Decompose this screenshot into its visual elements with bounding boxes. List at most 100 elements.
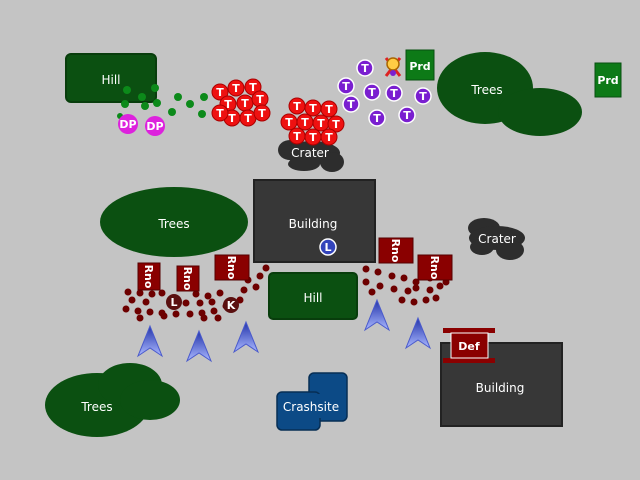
hostile-t-label: T [244, 112, 252, 125]
up-arrow-chevron-icon[interactable] [232, 320, 260, 354]
hostile-t-token[interactable]: T [320, 100, 338, 118]
hostile-t-token[interactable]: T [320, 128, 338, 146]
hostile-t-label: T [293, 100, 301, 113]
friendly-dot [412, 284, 420, 292]
hostile-t-token[interactable]: T [227, 79, 245, 97]
hostile-t-label: T [256, 93, 264, 106]
hostile-t-token[interactable]: T [304, 128, 322, 146]
friendly-dot [362, 278, 370, 286]
rno-marker-label: Rno [389, 239, 402, 263]
chevron-icons[interactable] [136, 298, 432, 363]
purple-t-token[interactable]: T [414, 87, 432, 105]
purple-t-token[interactable]: T [342, 95, 360, 113]
building-bottom-right-label: Building [476, 381, 525, 395]
purple-t-label: T [347, 98, 355, 111]
hostile-t-token[interactable]: T [236, 94, 254, 112]
friendly-dot [240, 286, 248, 294]
dp-marker-1[interactable]: DP [118, 114, 138, 134]
rno-marker[interactable]: Rno [378, 237, 414, 264]
friendly-dot [192, 290, 200, 298]
friendly-dot [214, 314, 222, 322]
friendly-dot [398, 296, 406, 304]
trees-top-right[interactable]: Trees [437, 52, 582, 136]
hostile-t-token[interactable]: T [253, 104, 271, 122]
hostile-t-token[interactable]: T [288, 97, 306, 115]
hostile-t-label: T [241, 97, 249, 110]
hostile-t-token[interactable]: T [288, 127, 306, 145]
friendly-dot [146, 308, 154, 316]
prd-marker-1[interactable]: Prd [405, 49, 435, 81]
hostile-t-token[interactable]: T [280, 113, 298, 131]
hostile-t-token[interactable]: T [211, 83, 229, 101]
crashsite[interactable]: Crashsite [276, 372, 348, 431]
friendly-dot [210, 307, 218, 315]
def-marker[interactable]: Def [443, 328, 495, 363]
friendly-dot [404, 287, 412, 295]
crater-top[interactable]: Crater [278, 140, 344, 172]
rno-marker[interactable]: Rno [214, 254, 250, 281]
hostile-t-token[interactable]: T [312, 114, 330, 132]
hostile-t-token[interactable]: T [296, 113, 314, 131]
l-marker-field[interactable]: L [166, 294, 182, 310]
purple-t-token[interactable]: T [356, 59, 374, 77]
friendly-dot [136, 289, 144, 297]
trees-center-left[interactable]: Trees [100, 187, 248, 257]
friendly-dot [390, 285, 398, 293]
trees-bottom-left[interactable]: Trees [45, 363, 180, 437]
hostile-t-token[interactable]: T [251, 90, 269, 108]
rno-marker-label: Rno [225, 256, 238, 280]
rno-marker[interactable]: Rno [176, 265, 200, 292]
hill-top-left[interactable]: Hill [65, 53, 157, 103]
friendly-dot [432, 294, 440, 302]
l-marker-building[interactable]: L [319, 238, 337, 256]
building-center[interactable]: Building [253, 179, 376, 263]
hostile-t-token[interactable]: T [327, 115, 345, 133]
hill-center-label: Hill [303, 291, 322, 305]
friendly-dot [148, 290, 156, 298]
up-arrow-chevron-icon[interactable] [185, 329, 213, 363]
purple-t-token[interactable]: T [398, 106, 416, 124]
purple-t-label: T [342, 80, 350, 93]
purple-t-label: T [390, 87, 398, 100]
hostile-t-label: T [317, 117, 325, 130]
rno-marker[interactable]: Rno [417, 254, 453, 281]
purple-t-token[interactable]: T [368, 109, 386, 127]
prd-marker-2[interactable]: Prd [594, 62, 622, 98]
trees-center-left-label: Trees [157, 217, 189, 231]
crossed-target-icon[interactable] [384, 57, 402, 77]
rno-marker[interactable]: Rno [137, 262, 161, 291]
up-arrow-chevron-icon[interactable] [136, 324, 164, 358]
friendly-dot [160, 312, 168, 320]
hostile-t-token[interactable]: T [211, 104, 229, 122]
trees-bottom-left-label: Trees [80, 400, 112, 414]
crater-right-label: Crater [478, 232, 516, 246]
friendly-dot [252, 283, 260, 291]
up-arrow-chevron-icon[interactable] [363, 298, 391, 332]
up-arrow-chevron-icon[interactable] [404, 316, 432, 350]
friendly-dot [388, 272, 396, 280]
friendly-dot [374, 268, 382, 276]
def-marker-label: Def [458, 340, 480, 353]
friendly-dot [124, 288, 132, 296]
friendly-dot [426, 286, 434, 294]
crater-right[interactable]: Crater [468, 218, 525, 260]
purple-t-token[interactable]: T [385, 84, 403, 102]
friendly-dot [362, 265, 370, 273]
trees-top-right-label: Trees [470, 83, 502, 97]
crashsite-label: Crashsite [283, 400, 339, 414]
dp-marker-2[interactable]: DP [145, 116, 165, 136]
friendly-dot [208, 298, 216, 306]
hostile-t-label: T [293, 130, 301, 143]
hostile-t-token[interactable]: T [304, 99, 322, 117]
hill-center[interactable]: Hill [268, 272, 358, 320]
k-marker[interactable]: K [223, 297, 239, 313]
purple-t-token[interactable]: T [337, 77, 355, 95]
purple-t-token[interactable]: T [363, 83, 381, 101]
hostile-t-label: T [224, 98, 232, 111]
l-marker-building-label: L [324, 241, 331, 254]
rno-marker-label: Rno [428, 256, 441, 280]
